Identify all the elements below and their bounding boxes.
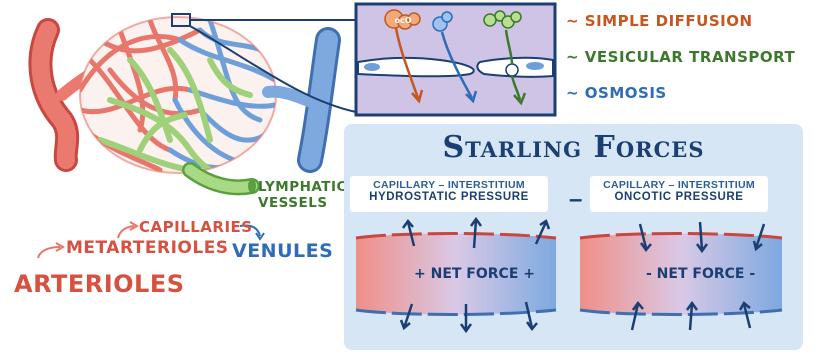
net-force-left-label: + NET FORCE + (414, 266, 535, 282)
net-force-right-label: - NET FORCE - (646, 266, 755, 282)
